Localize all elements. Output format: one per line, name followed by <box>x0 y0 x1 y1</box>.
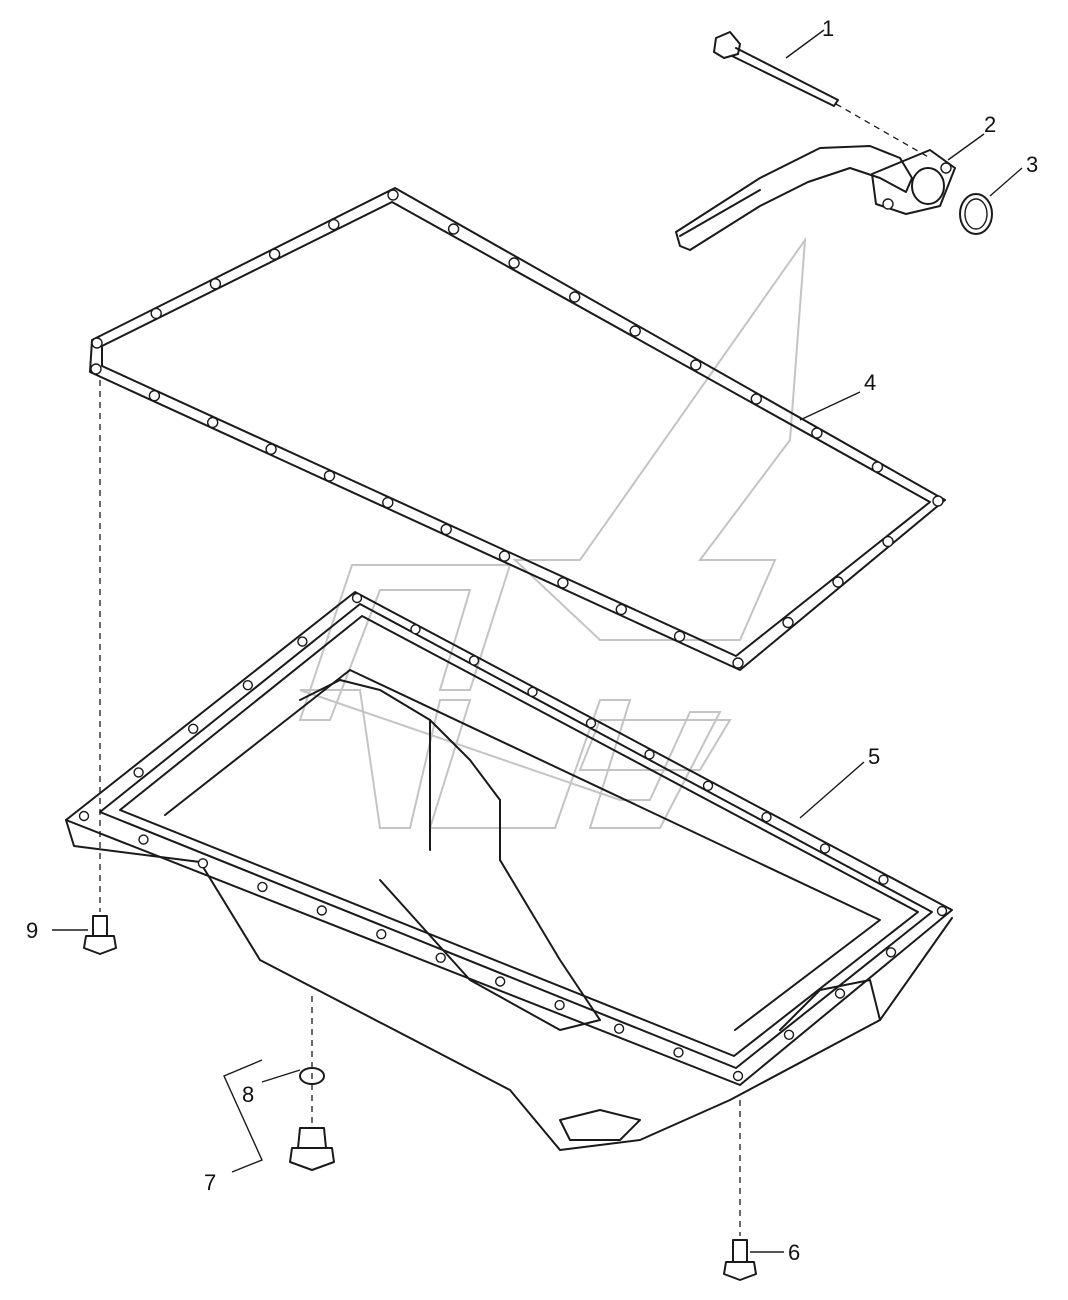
bolt-hole <box>328 218 340 231</box>
bolt-hole <box>197 858 209 869</box>
bolt-hole <box>376 929 387 940</box>
bolt-hole <box>508 257 520 269</box>
bolt-hole <box>750 393 762 405</box>
bolt-hole <box>268 248 281 260</box>
bolt-part-9 <box>83 380 117 955</box>
bolt-hole <box>761 811 772 823</box>
callout-label-9: 9 <box>26 918 38 943</box>
bolt-hole <box>498 550 511 562</box>
callout-label-3: 3 <box>1026 152 1038 177</box>
bolt-hole <box>644 749 655 760</box>
bolt-hole <box>447 223 460 235</box>
bolt-hole <box>732 1070 744 1082</box>
watermark-logo <box>298 236 807 829</box>
bolt-hole <box>435 952 446 963</box>
bolt-hole <box>242 680 254 691</box>
bolt-hole <box>495 976 506 987</box>
leader-lines <box>52 29 1023 1253</box>
seal-washer-part-8 <box>299 1067 325 1085</box>
bolt-hole <box>265 443 277 455</box>
gasket-bolt-holes <box>90 189 944 669</box>
bolt-hole <box>554 999 565 1011</box>
bolt-hole <box>673 630 686 642</box>
callout-label-5: 5 <box>868 744 880 769</box>
bolt-hole <box>387 189 399 201</box>
bolt-hole <box>885 947 897 958</box>
callout-labels: 1 2 3 4 5 6 7 8 9 <box>26 16 1038 1265</box>
bolt-hole <box>351 592 363 604</box>
callout-label-4: 4 <box>864 370 876 395</box>
bolt-hole <box>936 905 948 917</box>
bolt-hole <box>702 780 714 791</box>
bolt-hole <box>673 1047 684 1058</box>
bolt-hole <box>382 496 394 509</box>
callout-label-6: 6 <box>788 1240 800 1265</box>
bolt-hole <box>209 278 222 290</box>
bolt-hole <box>871 461 884 473</box>
bolt-hole <box>410 624 421 635</box>
o-ring-part-3 <box>959 193 993 235</box>
drain-plug-part-7 <box>289 996 335 1171</box>
bolt-hole <box>732 657 744 669</box>
bolt-hole <box>834 988 846 999</box>
bolt-hole <box>613 1023 625 1034</box>
bolt-hole <box>932 495 944 507</box>
callout-label-7: 7 <box>204 1170 216 1195</box>
bolt-hole <box>91 337 103 349</box>
callout-label-2: 2 <box>984 112 996 137</box>
oil-pickup-tube-part-2 <box>675 145 956 251</box>
callout-label-1: 1 <box>822 16 834 41</box>
bolt-hole <box>297 636 308 647</box>
bolt-hole <box>150 307 162 320</box>
bolt-hole <box>782 616 794 629</box>
bolt-hole <box>569 291 581 303</box>
oil-pan-bolt-holes <box>78 592 948 1082</box>
bolt-hole <box>440 523 452 536</box>
bolt-hole <box>878 874 889 885</box>
bolt-hole <box>138 834 149 845</box>
bolt-hole <box>882 535 894 548</box>
bolt-hole <box>527 686 538 698</box>
bolt-hole <box>557 577 569 589</box>
bolt-hole <box>629 325 641 337</box>
bolt-hole <box>187 723 199 734</box>
bolt-hole <box>78 810 90 822</box>
bolt-hole <box>690 359 702 371</box>
bolt-hole <box>316 905 327 916</box>
bolt-hole <box>585 718 597 729</box>
bolt-hole <box>133 767 144 778</box>
bolt-hole <box>257 881 268 893</box>
bolt-hole <box>323 470 336 482</box>
bolt-hole <box>783 1029 795 1041</box>
callout-label-8: 8 <box>242 1082 254 1107</box>
bolt-hole <box>206 416 219 429</box>
bolt-hole <box>615 603 627 616</box>
bolt-hole <box>148 390 161 402</box>
bolt-part-6 <box>723 1100 757 1281</box>
oil-pan-part-5 <box>65 591 953 1151</box>
bolt-hole <box>819 843 831 854</box>
bolt-hole <box>90 363 102 375</box>
bolt-hole <box>811 427 823 439</box>
bolt-hole <box>832 576 844 588</box>
bolt-hole <box>468 655 480 666</box>
bolt-part-1 <box>713 31 931 159</box>
